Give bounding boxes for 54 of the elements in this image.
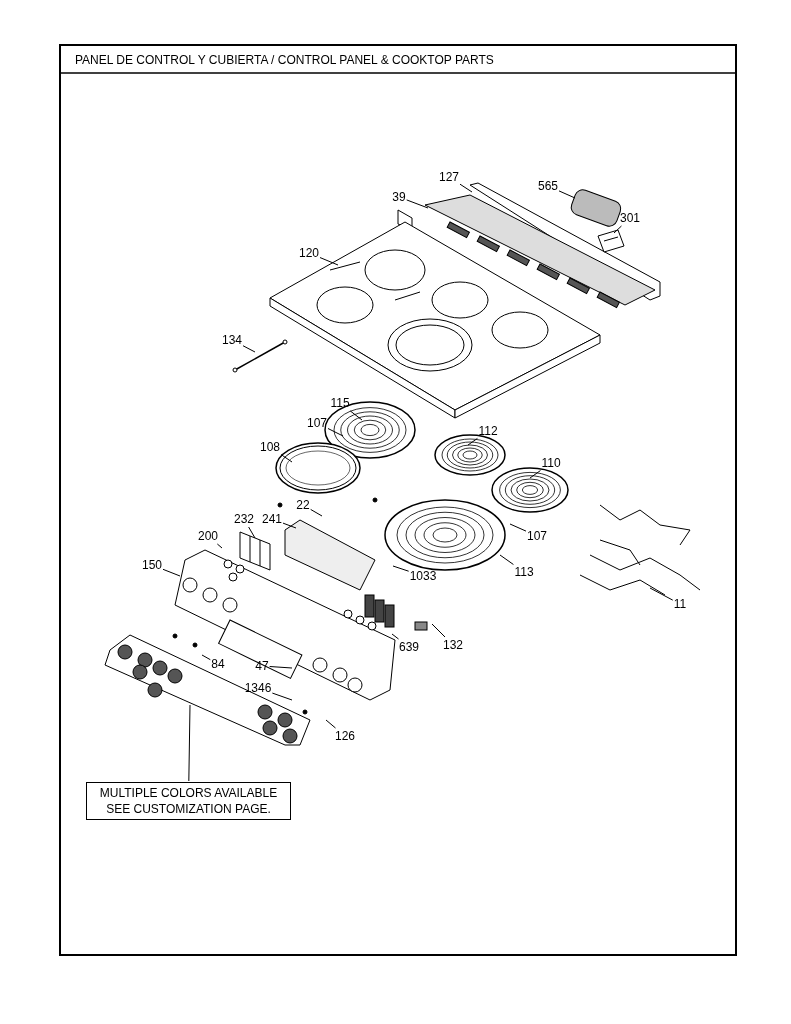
callout-number: 84 <box>211 657 225 671</box>
leader-line <box>271 692 293 701</box>
note-box: MULTIPLE COLORS AVAILABLE SEE CUSTOMIZATION PAGE. <box>86 782 291 820</box>
callout-number: 134 <box>222 333 242 347</box>
leader-line <box>467 437 478 446</box>
leader-line <box>391 633 400 640</box>
callout-number: 11 <box>673 597 687 611</box>
leader-line <box>431 623 446 638</box>
callout-number: 150 <box>142 558 162 572</box>
leader-line <box>459 183 473 193</box>
leader-line <box>319 257 339 266</box>
leader-line <box>280 454 293 463</box>
callout-number: 241 <box>262 512 282 526</box>
leader-line <box>499 554 514 565</box>
callout-number: 639 <box>399 640 419 654</box>
diagram-title: PANEL DE CONTROL Y CUBIERTA / CONTROL PANEL & COOKTOP PARTS <box>75 53 494 67</box>
callout-number: 120 <box>299 246 319 260</box>
callout-number: 115 <box>330 396 350 410</box>
callout-number: 1033 <box>409 569 437 583</box>
callout-number: 39 <box>392 190 406 204</box>
callout-number: 200 <box>198 529 218 543</box>
leader-line <box>248 526 256 539</box>
callout-number: 565 <box>538 179 558 193</box>
callout-number: 301 <box>620 211 640 225</box>
leader-line <box>162 568 181 577</box>
leader-line <box>529 470 541 479</box>
leader-line <box>613 225 622 234</box>
leader-line <box>269 666 293 669</box>
leader-line <box>216 543 223 549</box>
leader-line <box>406 199 429 209</box>
leader-line <box>242 345 256 353</box>
callout-number: 107 <box>527 529 547 543</box>
leader-line <box>327 428 344 437</box>
callout-number: 112 <box>478 424 498 438</box>
leader-line <box>649 587 674 601</box>
callout-number: 108 <box>260 440 280 454</box>
callout-number: 110 <box>541 456 561 470</box>
callout-number: 127 <box>439 170 459 184</box>
callout-number: 22 <box>296 498 310 512</box>
leader-line <box>310 508 323 517</box>
callout-number: 232 <box>234 512 254 526</box>
callout-number: 126 <box>335 729 355 743</box>
callout-number: 113 <box>514 565 534 579</box>
callout-number: 107 <box>307 416 327 430</box>
leader-line <box>188 704 191 782</box>
callout-number: 132 <box>443 638 463 652</box>
leader-line <box>282 522 297 529</box>
leader-line <box>201 654 211 661</box>
leader-line <box>558 190 576 199</box>
callout-number: 1346 <box>244 681 272 695</box>
leader-line <box>325 719 336 729</box>
leader-line <box>349 410 363 421</box>
leader-line <box>509 523 527 532</box>
leader-line <box>392 565 410 572</box>
